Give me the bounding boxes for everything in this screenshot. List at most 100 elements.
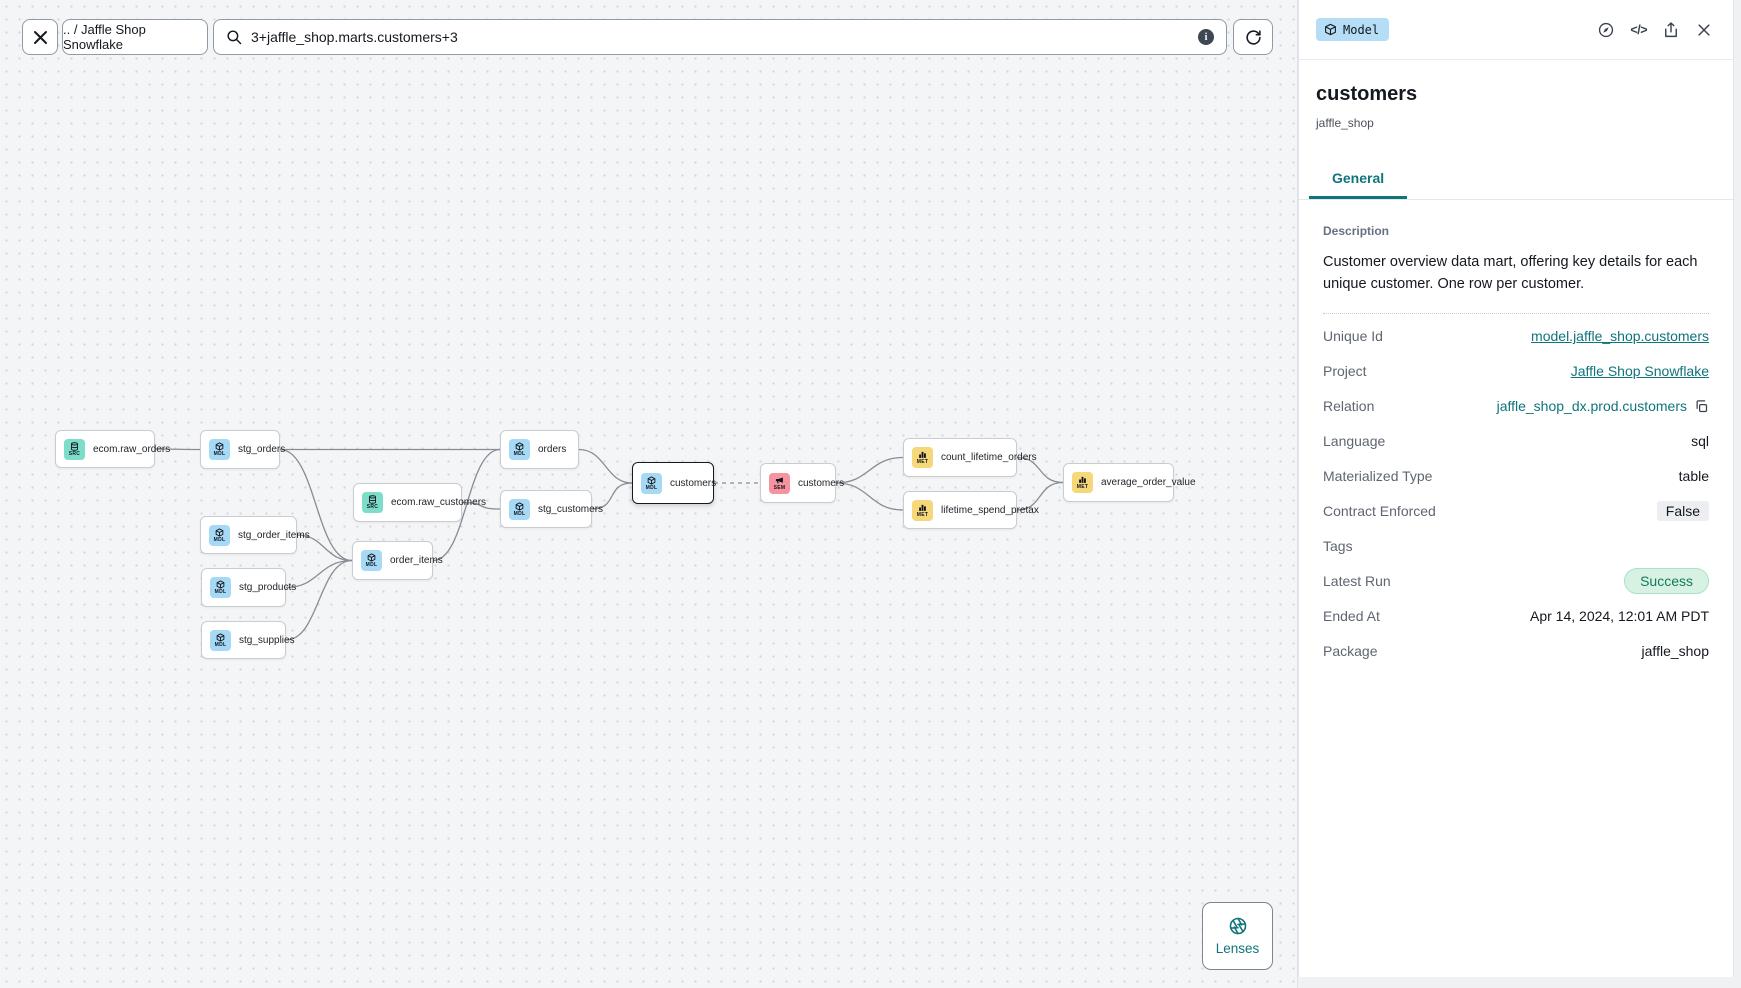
- node-type-badge-src: SRC: [64, 438, 85, 460]
- materialized-type-value-text: table: [1678, 468, 1709, 485]
- node-label: count_lifetime_orders: [941, 452, 1037, 463]
- panel-subtitle: jaffle_shop: [1316, 116, 1374, 130]
- edge-stg_products-to-order_items: [285, 559, 353, 589]
- close-lineage-button[interactable]: [22, 19, 58, 55]
- node-stg_products[interactable]: MDL stg_products: [201, 568, 296, 607]
- node-label: stg_products: [239, 582, 297, 593]
- refresh-button[interactable]: [1233, 19, 1273, 55]
- node-type-text: MET: [916, 459, 929, 465]
- package-value-text: jaffle_shop: [1641, 643, 1709, 660]
- description-text: Customer overview data mart, offering ke…: [1323, 254, 1698, 293]
- info-icon[interactable]: i: [1198, 29, 1214, 45]
- node-customers_sem[interactable]: SEM customers: [760, 463, 844, 503]
- field-label-tags: Tags: [1323, 538, 1353, 555]
- unique-id-link[interactable]: model.jaffle_shop.customers: [1531, 328, 1709, 345]
- cube-icon: [647, 475, 656, 485]
- ended-at-value-text: Apr 14, 2024, 12:01 AM PDT: [1530, 608, 1709, 625]
- node-type-text: MDL: [645, 484, 658, 491]
- node-label: stg_supplies: [239, 634, 295, 646]
- explore-lineage-button[interactable]: [1597, 21, 1615, 39]
- node-count_lifetime_orders[interactable]: MET count_lifetime_orders: [903, 438, 1037, 477]
- edge-orders-to-customers_model: [578, 448, 633, 484]
- search-input[interactable]: [251, 29, 1189, 45]
- details-panel: Model </> customers jaffle_shop General …: [1298, 0, 1734, 977]
- share-icon: [1665, 21, 1677, 37]
- edge-stg_supplies-to-order_items: [285, 559, 353, 641]
- node-type-text: MDL: [213, 536, 226, 543]
- lineage-edges: [154, 448, 1064, 641]
- cube-icon: [215, 527, 224, 537]
- node-type-badge-mdl: MDL: [209, 524, 230, 546]
- node-lifetime_spend_pretax[interactable]: MET lifetime_spend_pretax: [903, 491, 1039, 529]
- node-label: ecom.raw_customers: [391, 497, 487, 508]
- share-button[interactable]: [1662, 21, 1680, 39]
- field-value-package: jaffle_shop: [1642, 643, 1709, 659]
- database-icon: [369, 495, 376, 504]
- tab-general[interactable]: General: [1309, 161, 1408, 199]
- field-label-materialized-type: Materialized Type: [1323, 468, 1433, 485]
- relation-value-text: jaffle_shop_dx.prod.customers: [1496, 398, 1687, 415]
- field-label-unique-id: Unique Id: [1323, 328, 1383, 345]
- node-stg_customers[interactable]: MDL stg_customers: [500, 490, 603, 528]
- node-type-text: MDL: [214, 641, 227, 648]
- edge-stg_order_items-to-order_items: [296, 534, 353, 562]
- node-type-badge-met: MET: [1072, 472, 1093, 493]
- cube-icon: [215, 442, 224, 451]
- node-type-text: SEM: [773, 484, 786, 491]
- node-type-text: MET: [916, 511, 929, 518]
- field-value-ended-at: Apr 14, 2024, 12:01 AM PDT: [1530, 608, 1709, 624]
- database-icon: [71, 441, 78, 451]
- lenses-button[interactable]: Lenses: [1202, 902, 1273, 970]
- node-orders[interactable]: MDL orders: [500, 430, 579, 469]
- field-label-contract-enforced: Contract Enforced: [1323, 503, 1436, 520]
- node-label: stg_customers: [538, 503, 604, 515]
- node-raw_orders[interactable]: SRC ecom.raw_orders: [55, 430, 170, 468]
- field-label-relation: Relation: [1323, 398, 1375, 415]
- node-type-text: MDL: [214, 589, 227, 595]
- field-value-language: sql: [1691, 433, 1709, 449]
- project-link[interactable]: Jaffle Shop Snowflake: [1570, 363, 1709, 380]
- node-type-text: SRC: [366, 504, 379, 510]
- cube-icon: [515, 442, 524, 451]
- node-label: customers: [798, 477, 845, 489]
- node-label: lifetime_spend_pretax: [941, 504, 1039, 516]
- node-raw_customers[interactable]: SRC ecom.raw_customers: [353, 483, 486, 522]
- node-type-badge-mdl: MDL: [210, 629, 231, 651]
- field-value-materialized-type: table: [1679, 468, 1709, 484]
- node-stg_supplies[interactable]: MDL stg_supplies: [201, 621, 295, 659]
- edge-raw_customers-to-stg_customers: [461, 501, 501, 510]
- close-panel-button[interactable]: [1695, 21, 1713, 39]
- node-stg_order_items[interactable]: MDL stg_order_items: [200, 516, 310, 554]
- edge-stg_orders-to-order_items: [279, 448, 353, 562]
- bar-chart-icon: [919, 504, 926, 511]
- field-label-latest-run: Latest Run: [1323, 573, 1391, 590]
- breadcrumb[interactable]: .. / Jaffle Shop Snowflake: [62, 19, 208, 55]
- node-label: ecom.raw_orders: [93, 443, 171, 455]
- edge-stg_customers-to-customers_model: [591, 482, 633, 510]
- node-type-text: MDL: [513, 510, 526, 517]
- breadcrumb-label: .. / Jaffle Shop Snowflake: [63, 22, 146, 52]
- code-button[interactable]: </>: [1630, 21, 1647, 39]
- language-value-text: sql: [1691, 433, 1709, 450]
- copy-icon[interactable]: [1694, 399, 1709, 414]
- lineage-search[interactable]: i: [213, 19, 1227, 55]
- node-label: orders: [538, 444, 567, 455]
- node-label: stg_orders: [238, 444, 286, 455]
- node-type-badge-mdl: MDL: [509, 439, 530, 460]
- edge-customers_sem-to-count_lifetime_orders: [835, 456, 904, 484]
- bar-chart-icon: [919, 451, 926, 458]
- close-icon: [33, 30, 47, 44]
- field-row-materialized-type: Materialized Type table: [1323, 459, 1709, 494]
- node-type-text: MET: [1076, 484, 1089, 490]
- lenses-aperture-icon: [1229, 917, 1246, 935]
- node-label: stg_order_items: [238, 529, 310, 541]
- refresh-icon: [1245, 29, 1261, 45]
